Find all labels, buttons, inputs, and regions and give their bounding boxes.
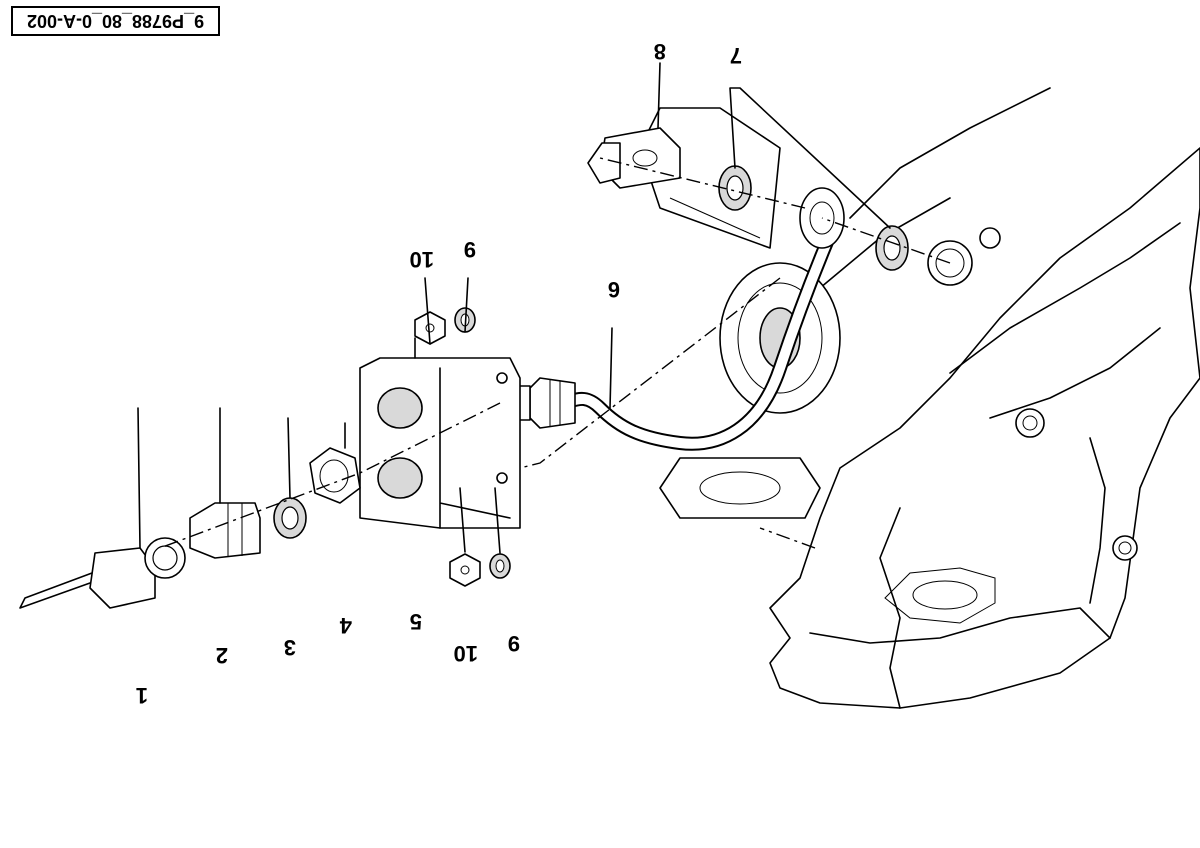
callout-8: 8 xyxy=(653,39,666,64)
coupler-2 xyxy=(189,502,261,559)
dust-cap-1 xyxy=(19,537,186,609)
bracket-plate-5 xyxy=(359,357,521,529)
callout-4: 4 xyxy=(339,613,352,638)
callout-9-upper: 9 xyxy=(463,237,476,262)
callout-5: 5 xyxy=(409,609,422,634)
banjo-bolt-8 xyxy=(587,127,681,189)
sealing-washers-7 xyxy=(718,165,909,271)
small-hardware xyxy=(414,307,511,587)
callout-10-upper: 10 xyxy=(409,247,434,272)
washer-3 xyxy=(273,497,307,539)
leader-lines xyxy=(137,62,891,554)
callout-2: 2 xyxy=(215,643,228,668)
centerlines xyxy=(159,157,951,549)
callout-9-lower: 9 xyxy=(507,631,520,656)
drawing-reference-code: 9_P9788_80_0-A-002 xyxy=(11,6,220,36)
callout-1: 1 xyxy=(135,683,148,708)
callout-6: 6 xyxy=(607,277,620,302)
callout-3: 3 xyxy=(283,635,296,660)
nut-4 xyxy=(309,447,361,504)
callout-10-lower: 10 xyxy=(453,641,478,666)
callout-7: 7 xyxy=(729,43,742,68)
